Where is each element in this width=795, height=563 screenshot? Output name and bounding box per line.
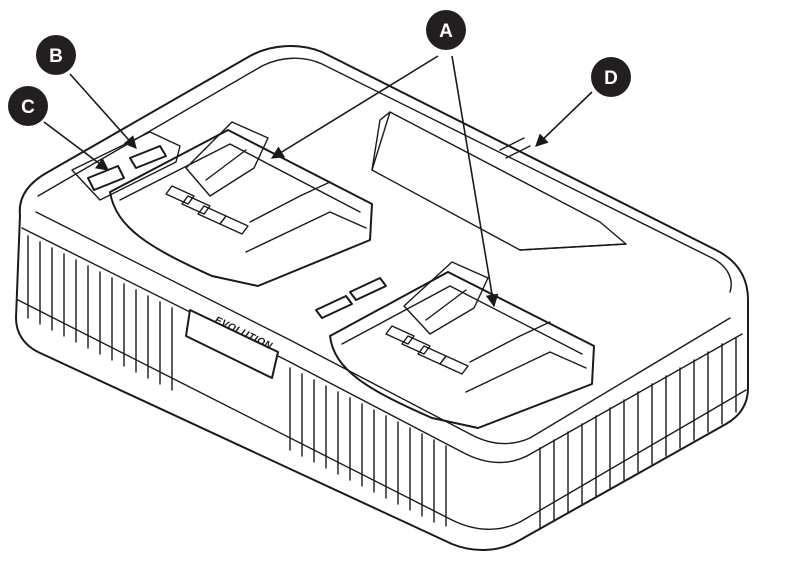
callout-a: A	[426, 10, 466, 50]
battery-bay-1	[109, 121, 373, 287]
callout-a-label: A	[439, 21, 453, 42]
leader-b	[69, 73, 137, 149]
callout-c: C	[8, 86, 48, 126]
callout-b: B	[36, 35, 76, 75]
callout-c-label: C	[21, 97, 35, 118]
callout-c-circle	[8, 86, 48, 126]
rear-panel	[371, 111, 627, 251]
brand-plate: EVOLUTION	[185, 309, 279, 379]
battery-bay-2	[315, 261, 595, 429]
leader-lines	[43, 55, 593, 308]
callout-b-label: B	[49, 46, 63, 67]
callout-d: D	[591, 57, 631, 97]
led-indicators	[71, 131, 181, 201]
callout-d-circle	[591, 57, 631, 97]
rear-slot	[499, 137, 531, 159]
leader-d	[535, 91, 593, 147]
leader-a-upper	[270, 55, 439, 159]
callout-b-circle	[36, 35, 76, 75]
leader-a-lower	[451, 55, 499, 308]
charger-body	[15, 45, 749, 551]
callout-a-circle	[426, 10, 466, 50]
callout-d-label: D	[604, 68, 618, 89]
front-vent-ribs	[27, 235, 447, 527]
leader-c	[43, 121, 110, 171]
side-vent-ribs	[539, 337, 737, 529]
led-indicator-b	[129, 145, 167, 169]
